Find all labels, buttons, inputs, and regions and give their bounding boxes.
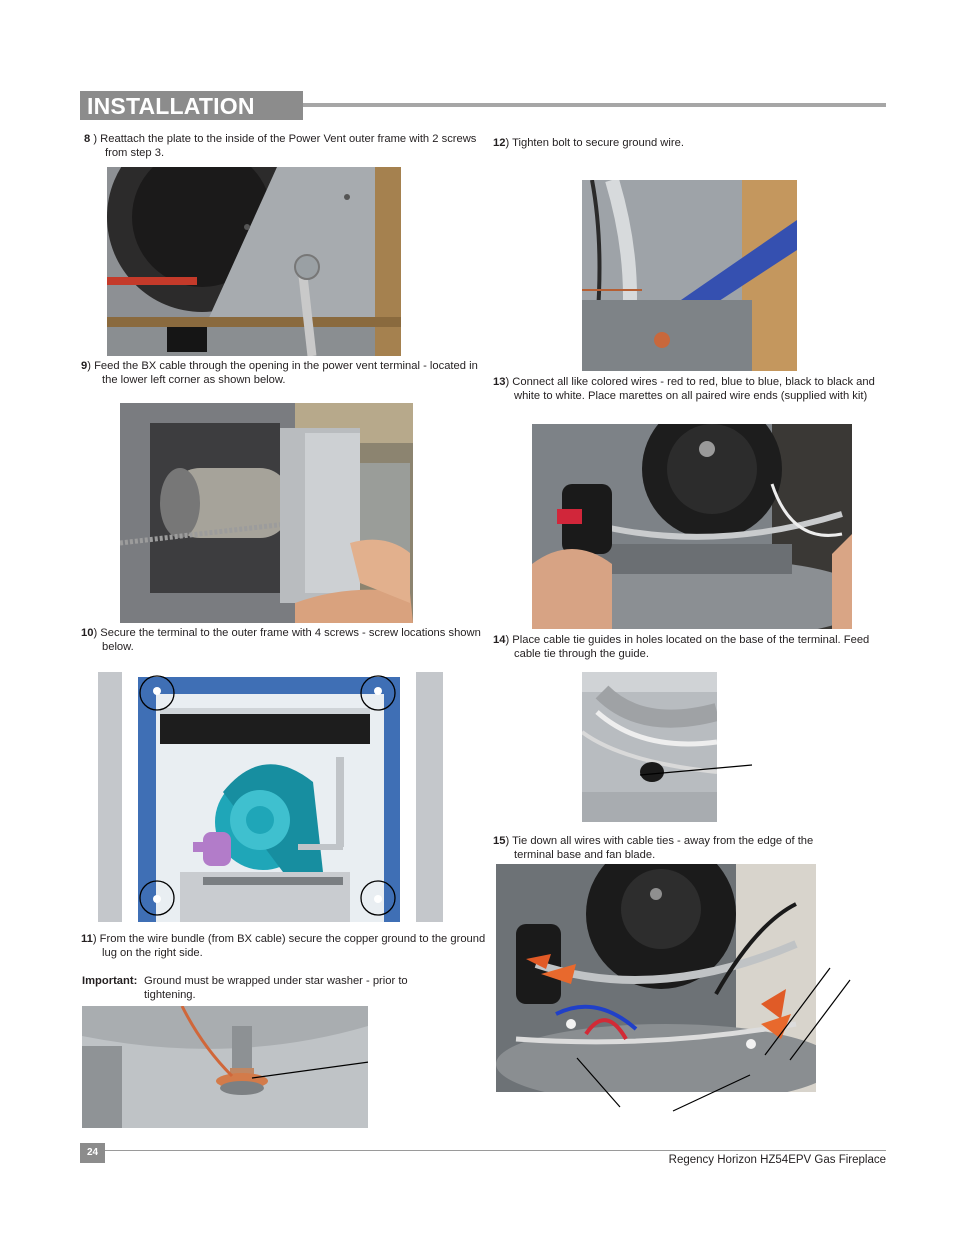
step-13: 13) Connect all like colored wires - red… bbox=[493, 375, 894, 403]
pointer-line-cable-tie-guide bbox=[640, 764, 753, 776]
step-8-number: 8 bbox=[84, 133, 91, 145]
step-12-text: ) Tighten bolt to secure ground wire. bbox=[505, 137, 684, 149]
step-10: 10) Secure the terminal to the outer fra… bbox=[81, 626, 492, 654]
step-15: 15) Tie down all wires with cable ties -… bbox=[493, 834, 814, 862]
photo-step-11-ground-lug bbox=[82, 1006, 368, 1128]
page-number: 24 bbox=[80, 1143, 105, 1163]
header-rule bbox=[303, 103, 886, 107]
step-15-number: 15 bbox=[493, 835, 506, 847]
screw-location-circles bbox=[139, 675, 396, 916]
important-note: Important: Ground must be wrapped under … bbox=[82, 974, 472, 1002]
step-10-number: 10 bbox=[81, 627, 94, 639]
step-14: 14) Place cable tie guides in holes loca… bbox=[493, 633, 894, 661]
pointer-lines-cable-ties bbox=[576, 967, 851, 1112]
step-9-number: 9 bbox=[81, 360, 88, 372]
step-15-text: ) Tie down all wires with cable ties - a… bbox=[505, 835, 814, 862]
section-title: INSTALLATION bbox=[87, 93, 255, 119]
step-11-number: 11 bbox=[81, 933, 93, 945]
photo-step-14-cable-tie-guide bbox=[582, 672, 717, 822]
important-label: Important: bbox=[82, 975, 138, 987]
step-14-number: 14 bbox=[493, 634, 506, 646]
important-text: Ground must be wrapped under star washer… bbox=[144, 975, 408, 1002]
photo-step-13-connect-wires bbox=[532, 424, 852, 629]
diagram-step-10-screw-locations bbox=[98, 672, 443, 922]
step-8-text: ) Reattach the plate to the inside of th… bbox=[90, 133, 477, 160]
step-13-number: 13 bbox=[493, 376, 506, 388]
photo-step-12-tighten-bolt bbox=[582, 180, 797, 371]
step-10-text: ) Secure the terminal to the outer frame… bbox=[93, 627, 481, 654]
step-8: 8 ) Reattach the plate to the inside of … bbox=[84, 132, 485, 160]
footer-rule bbox=[80, 1150, 886, 1151]
footer-document-title: Regency Horizon HZ54EPV Gas Fireplace bbox=[668, 1154, 886, 1166]
step-11: 11) From the wire bundle (from BX cable)… bbox=[81, 932, 497, 960]
section-header-tab bbox=[80, 91, 303, 120]
step-13-text: ) Connect all like colored wires - red t… bbox=[505, 376, 875, 403]
step-9-text: ) Feed the BX cable through the opening … bbox=[87, 360, 478, 387]
photo-step-15-tied-wires bbox=[496, 864, 816, 1092]
step-9: 9) Feed the BX cable through the opening… bbox=[81, 359, 482, 387]
step-12: 12) Tighten bolt to secure ground wire. bbox=[493, 136, 883, 150]
step-12-number: 12 bbox=[493, 137, 506, 149]
photo-step-9-bx-cable-feed bbox=[120, 403, 413, 623]
photo-step-8-plate-reattached bbox=[107, 167, 401, 356]
step-14-text: ) Place cable tie guides in holes locate… bbox=[505, 634, 870, 661]
step-11-text: ) From the wire bundle (from BX cable) s… bbox=[92, 933, 486, 960]
